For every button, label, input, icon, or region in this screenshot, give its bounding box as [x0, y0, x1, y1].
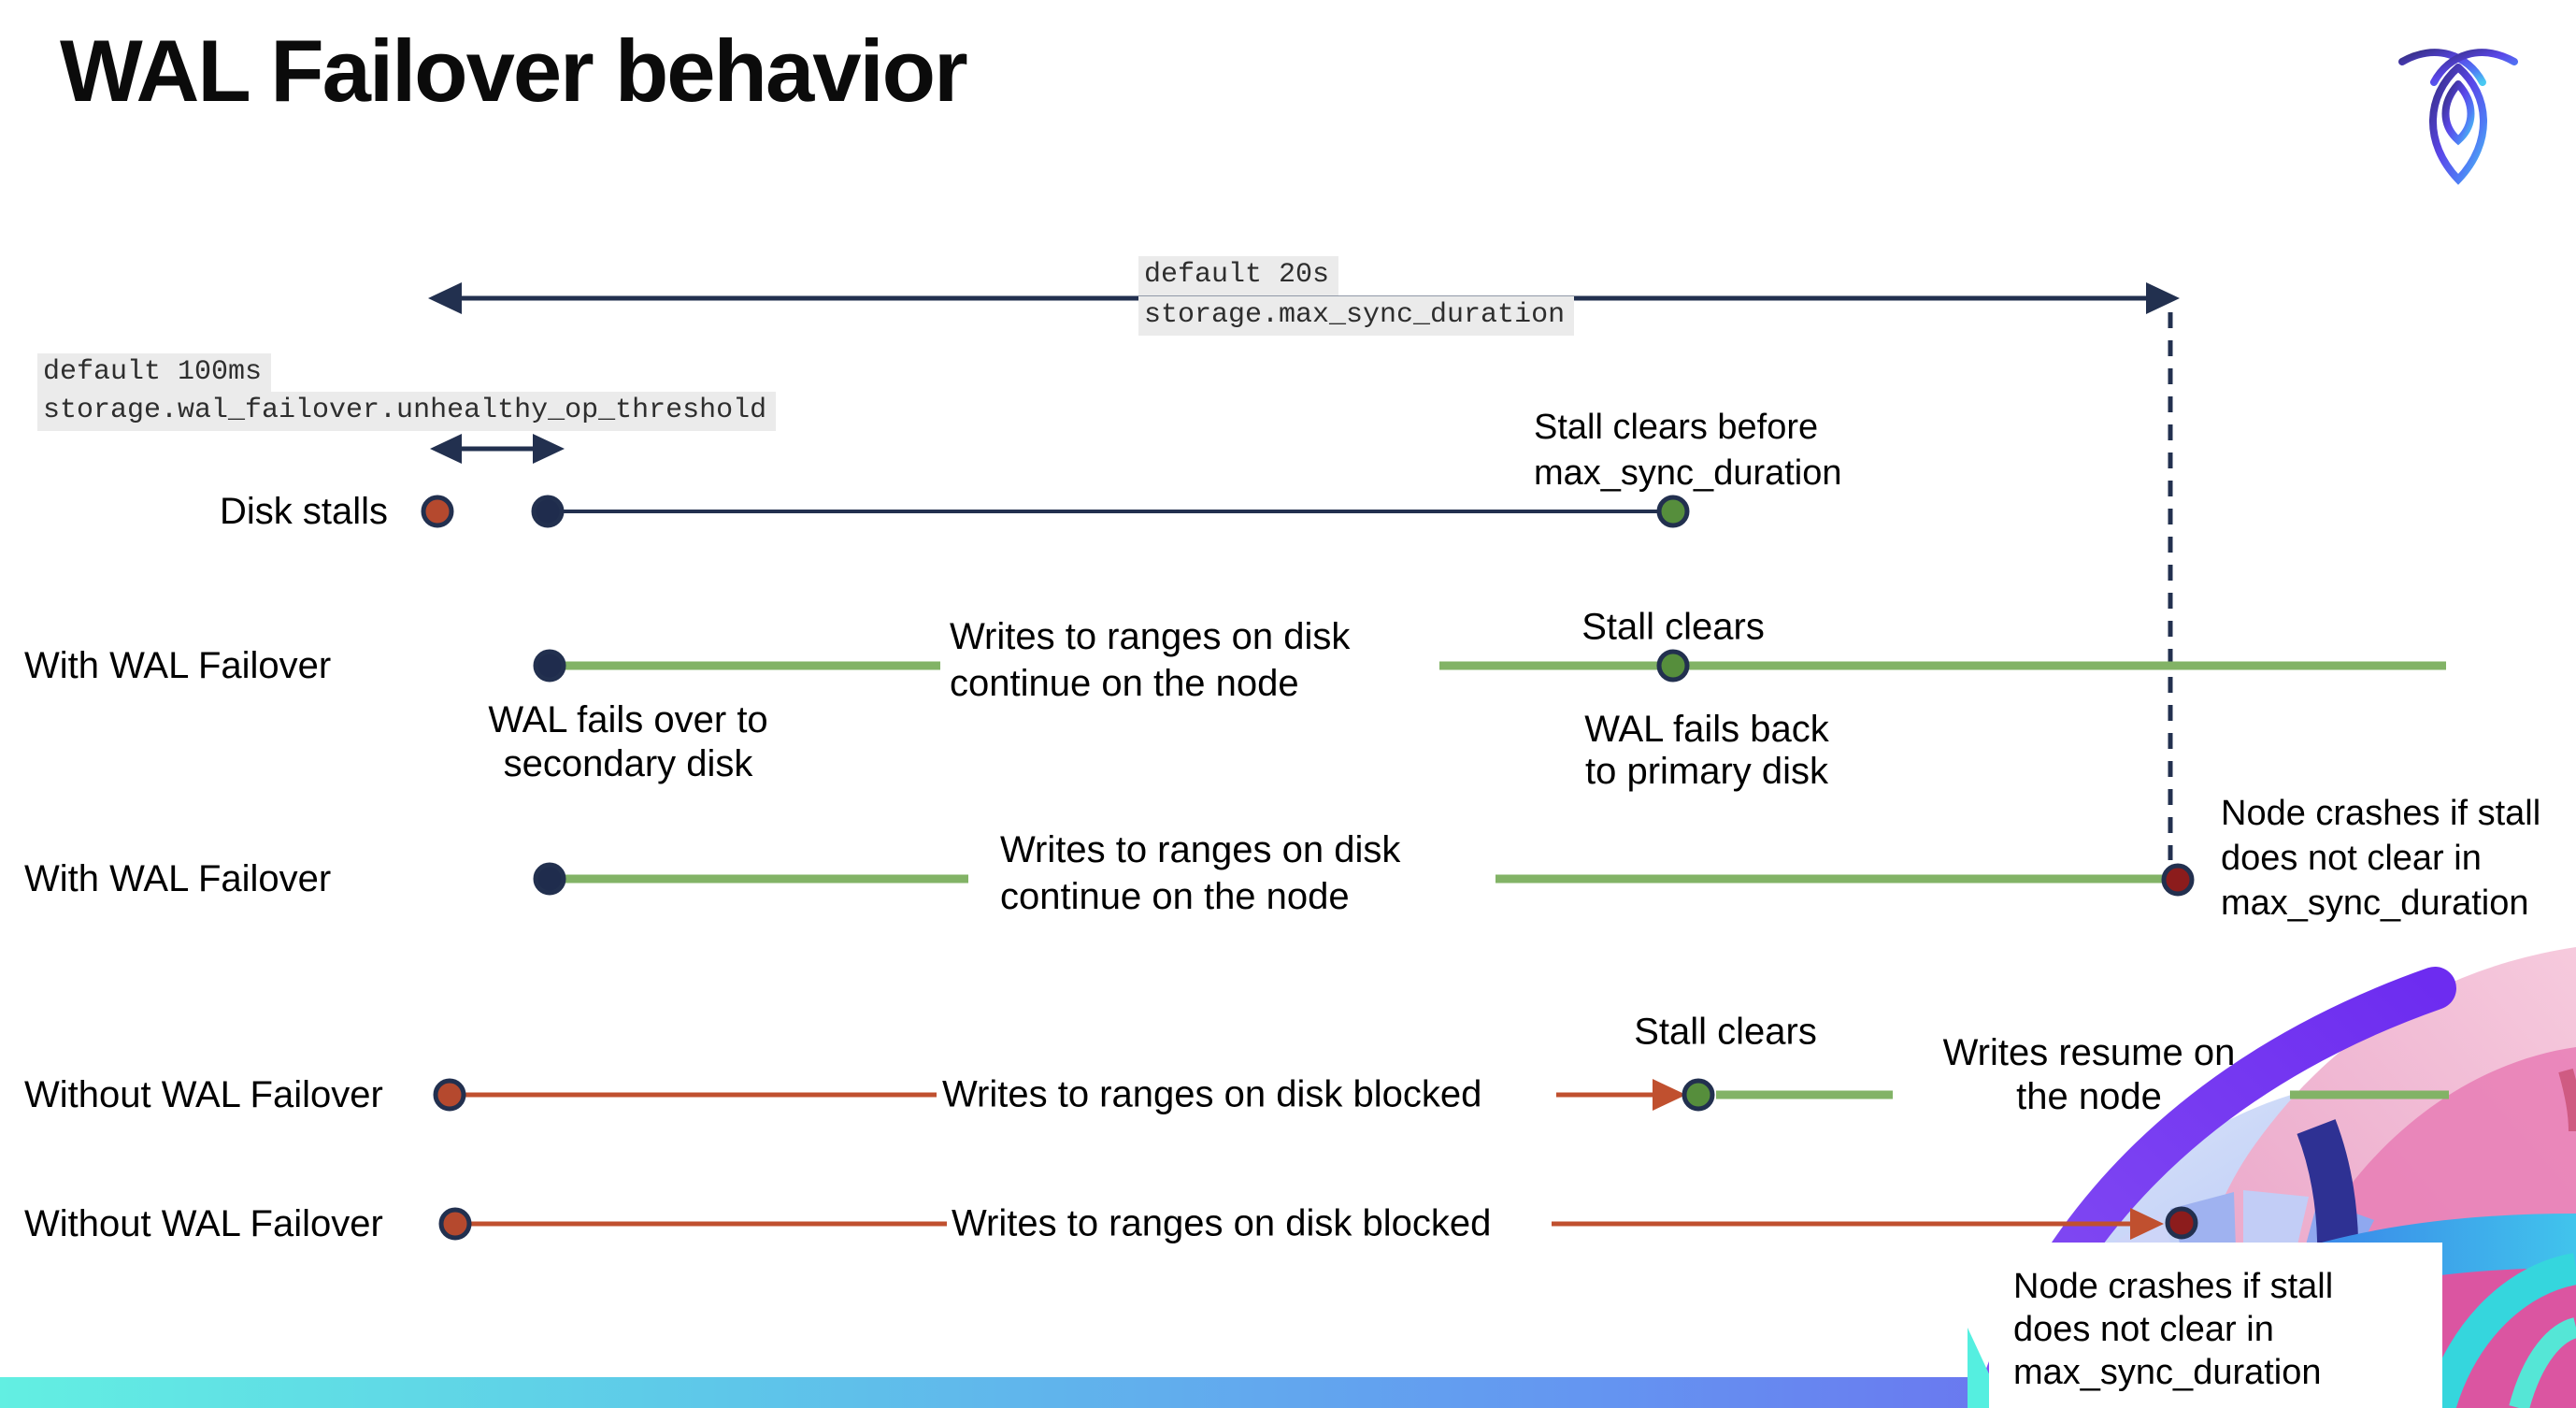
row4-resume-caption: Writes resume on the node: [1942, 1032, 2236, 1117]
row2-failback-caption: WAL fails back to primary disk: [1584, 709, 1829, 792]
row1-label: Disk stalls: [220, 491, 389, 532]
artwork-teal-arc: [2424, 1253, 2576, 1408]
row2-failover-dot: [533, 649, 566, 682]
row2-label: With WAL Failover: [24, 645, 332, 686]
row2-writes-caption: Writes to ranges on disk continue on the…: [950, 616, 1351, 704]
max-sync-setting-name: storage.max_sync_duration: [1138, 296, 1575, 336]
unhealthy-op-default-label: default 100ms: [37, 353, 272, 393]
row4-stall-clears-caption: Stall clears: [1634, 1011, 1817, 1053]
row3-crash-caption: Node crashes if stall does not clear in …: [2221, 794, 2541, 923]
row5-label: Without WAL Failover: [24, 1203, 383, 1244]
row4-stall-dot: [433, 1078, 466, 1112]
crash-callout-text: Node crashes if stall does not clear in …: [2013, 1267, 2334, 1392]
max-sync-default-label: default 20s: [1138, 256, 1339, 295]
row3-label: With WAL Failover: [24, 858, 332, 899]
row1-stall-clears-dot: [1656, 495, 1690, 528]
row4-blocked-arrowhead: [1653, 1079, 1686, 1111]
row3-failover-dot: [533, 862, 566, 896]
artwork-teal-arc-small: [2509, 1317, 2576, 1408]
row1-stall-dot: [421, 495, 454, 528]
unhealthy-op-threshold-arrow: [430, 434, 565, 464]
row5-writes-caption: Writes to ranges on disk blocked: [952, 1202, 1492, 1244]
unhealthy-op-setting-name: storage.wal_failover.unhealthy_op_thresh…: [37, 392, 777, 431]
row5-stall-dot: [438, 1207, 472, 1241]
row4-writes-caption: Writes to ranges on disk blocked: [942, 1073, 1482, 1115]
row3-writes-caption: Writes to ranges on disk continue on the…: [1000, 829, 1401, 917]
page-title: WAL Failover behavior: [60, 22, 968, 120]
cockroachdb-logo: [2393, 37, 2524, 187]
row4-label: Without WAL Failover: [24, 1074, 383, 1115]
row5-crash-dot: [2165, 1206, 2198, 1240]
cockroachdb-logo-icon: [2398, 49, 2518, 185]
row2-failover-caption: WAL fails over to secondary disk: [488, 699, 768, 784]
row5-blocked-arrowhead: [2130, 1208, 2164, 1240]
row4-stall-clears-dot: [1682, 1078, 1715, 1112]
row2-stall-clears-caption: Stall clears: [1581, 606, 1765, 648]
row2-stall-clears-dot: [1656, 649, 1690, 682]
row1-stall-clears-caption: Stall clears before max_sync_duration: [1534, 408, 1842, 493]
crash-callout-box: Node crashes if stall does not clear in …: [1989, 1243, 2442, 1408]
row3-crash-dot: [2161, 863, 2195, 897]
row1-threshold-dot: [531, 495, 565, 528]
